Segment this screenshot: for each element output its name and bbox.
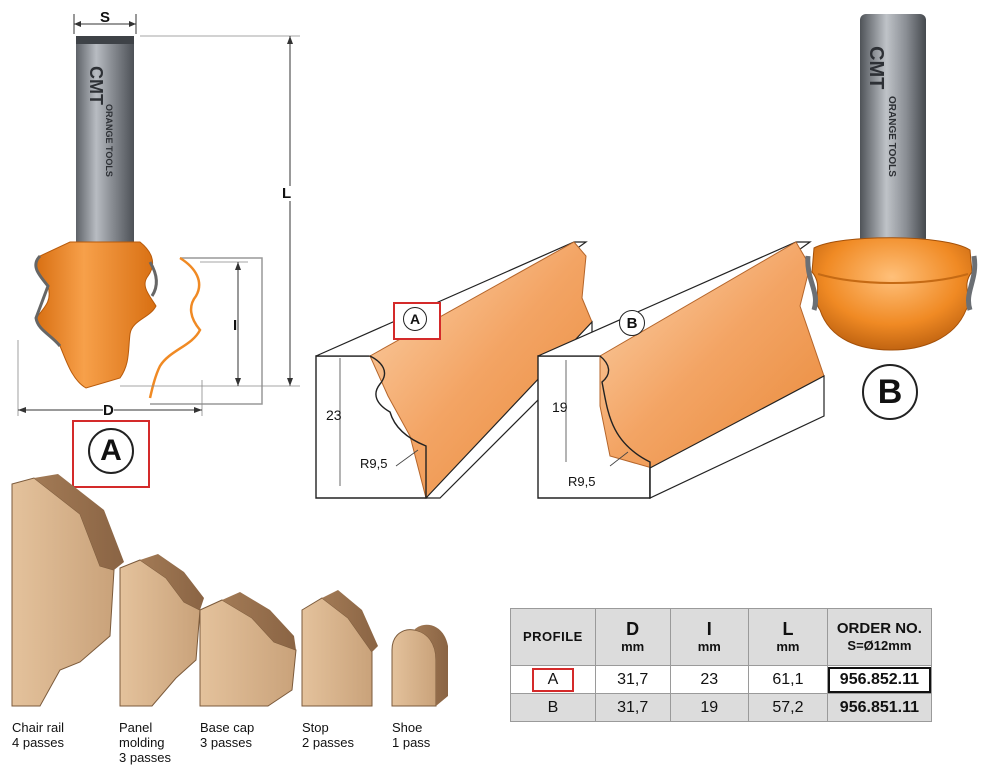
badge-a-circle: A	[88, 428, 134, 474]
profiles-diagram	[315, 241, 825, 499]
cell-i: 23	[669, 665, 750, 694]
cell-order: 956.851.11	[826, 693, 933, 722]
molding-chair-rail	[11, 474, 124, 707]
molding-chair-rail-label: Chair rail 4 passes	[12, 720, 65, 750]
bit-b-brand-sub: ORANGE TOOLS	[886, 96, 897, 177]
col-l-label: L	[782, 619, 794, 639]
cell-l: 61,1	[748, 665, 828, 694]
bit-a-cutter	[35, 241, 157, 389]
col-profile: PROFILE	[510, 608, 596, 666]
col-d-label: D	[626, 619, 640, 639]
col-order-label: ORDER NO.	[836, 620, 922, 637]
profile-b-face	[599, 241, 825, 469]
cell-d: 31,7	[594, 665, 671, 694]
cell-profile: B	[510, 693, 596, 722]
dim-d-label: D	[103, 402, 114, 419]
order-number-highlight: 956.852.11	[827, 666, 931, 693]
badge-b-letter: B	[877, 372, 903, 411]
cell-i: 19	[669, 693, 750, 722]
profile-b-tag-letter: B	[626, 314, 638, 332]
cell-l: 57,2	[748, 693, 828, 722]
dim-s-label: S	[100, 9, 111, 26]
profile-a-tag-letter: A	[409, 311, 421, 327]
bit-b-shank	[860, 14, 926, 244]
bit-a-brand-logo: CMT	[86, 66, 106, 105]
molding-shoe	[391, 624, 448, 707]
bit-a-shank	[76, 36, 134, 246]
molding-panel-label: Panel molding 3 passes	[119, 720, 172, 765]
badge-a-letter: A	[100, 434, 122, 467]
cell-d: 31,7	[594, 693, 671, 722]
spec-table: PROFILE D mm I mm L mm ORDER NO. S=Ø12mm…	[510, 608, 933, 722]
molding-panel	[119, 554, 204, 707]
cell-profile: A	[510, 665, 596, 694]
dim-i-label: I	[233, 317, 238, 334]
col-order: ORDER NO. S=Ø12mm	[826, 608, 933, 666]
dim-l-label: L	[282, 185, 292, 202]
bit-b-cutter	[811, 237, 973, 351]
profile-a-highlight: A	[531, 667, 575, 692]
col-i: I mm	[669, 608, 750, 666]
bit-a-diagram	[17, 14, 300, 416]
bit-b-illustration	[805, 14, 978, 351]
cell-order: 956.852.11	[826, 665, 933, 694]
col-order-sub: S=Ø12mm	[847, 638, 912, 653]
spec-header-row: PROFILE D mm I mm L mm ORDER NO. S=Ø12mm	[510, 608, 933, 666]
badge-b-circle: B	[862, 364, 918, 420]
col-i-unit: mm	[697, 639, 721, 654]
profile-b-height: 19	[552, 399, 568, 415]
bit-b-brand-logo: CMT	[865, 46, 887, 90]
profile-b-radius: R9,5	[568, 474, 596, 489]
col-d: D mm	[594, 608, 671, 666]
moldings-illustration	[11, 474, 448, 707]
col-d-unit: mm	[621, 639, 645, 654]
col-i-label: I	[706, 619, 712, 639]
molding-shoe-label: Shoe 1 pass	[392, 720, 431, 750]
col-l: L mm	[748, 608, 828, 666]
table-row: A 31,7 23 61,1 956.852.11	[510, 665, 933, 694]
molding-base-cap	[199, 592, 297, 707]
table-row: B 31,7 19 57,2 956.851.11	[510, 693, 933, 722]
profile-a-tag-circle: A	[403, 307, 427, 331]
molding-stop	[301, 590, 378, 707]
bit-a-brand-sub: ORANGE TOOLS	[104, 104, 114, 177]
profile-a-radius: R9,5	[360, 456, 388, 471]
col-profile-label: PROFILE	[522, 629, 583, 644]
molding-base-cap-label: Base cap 3 passes	[200, 720, 255, 750]
profile-b-tag-circle: B	[619, 310, 645, 336]
molding-stop-label: Stop 2 passes	[302, 720, 355, 750]
col-l-unit: mm	[776, 639, 800, 654]
profile-a-height: 23	[326, 407, 342, 423]
